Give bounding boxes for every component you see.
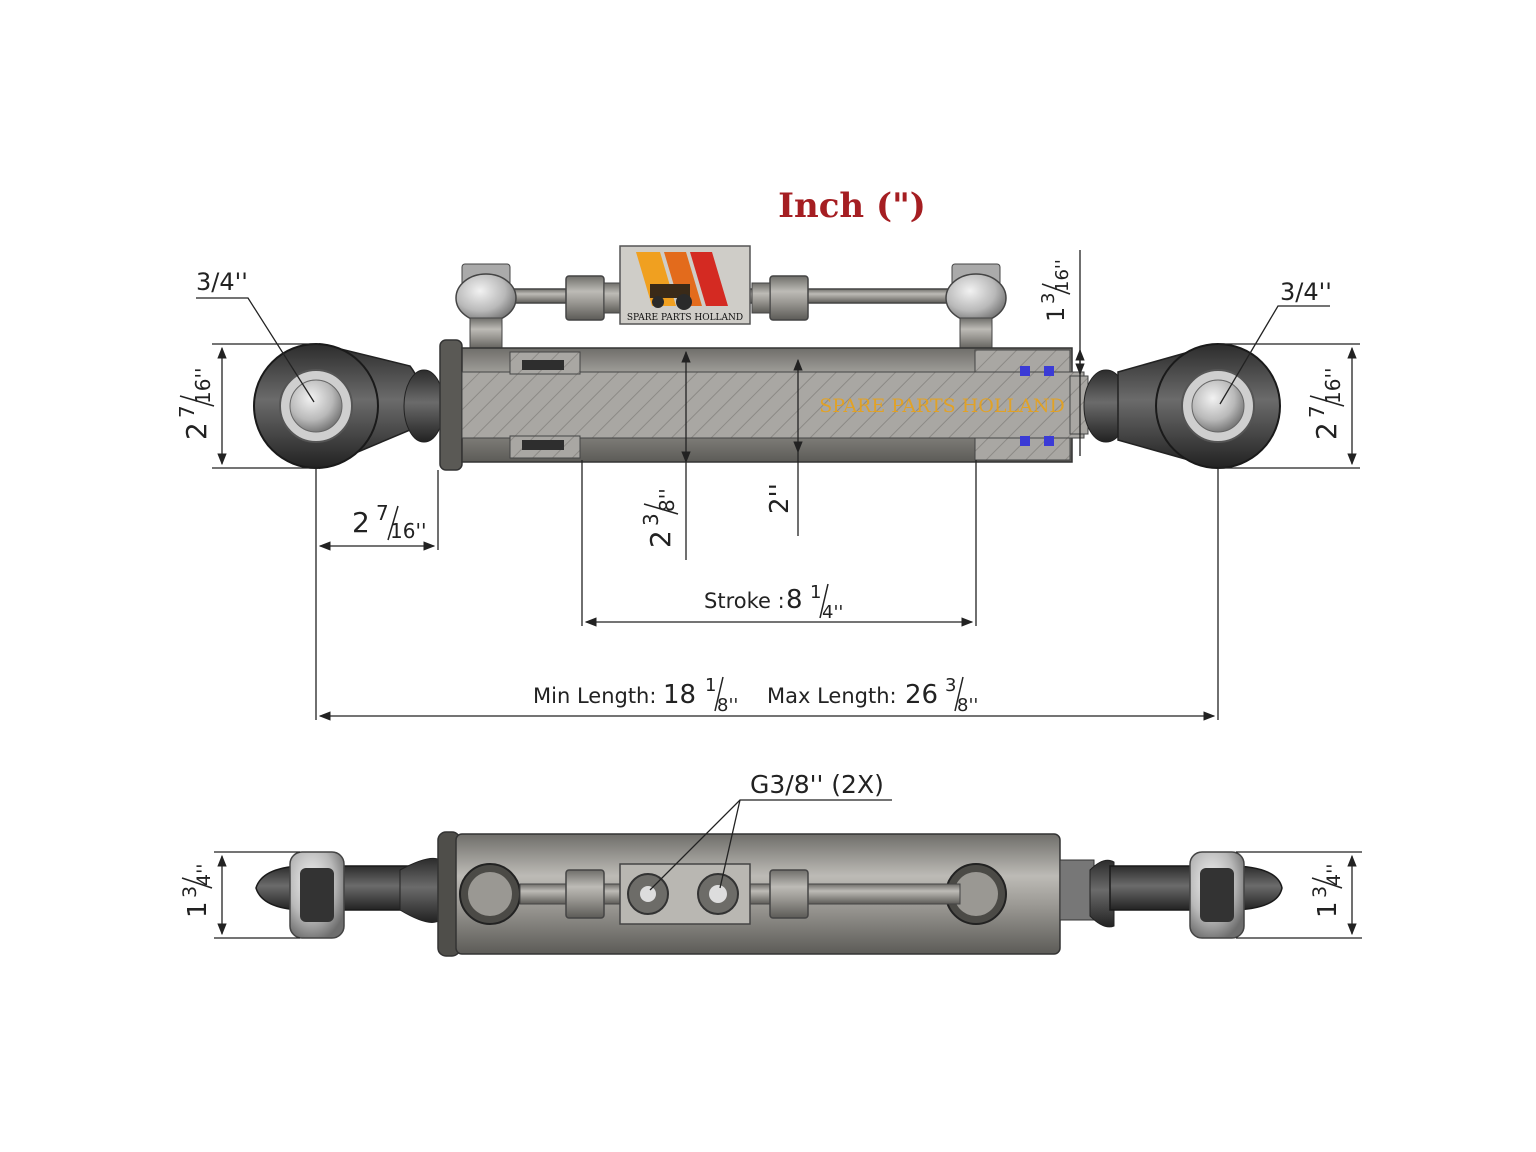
hydraulic-hose-assembly bbox=[455, 263, 1007, 351]
left-rod-eye bbox=[253, 343, 445, 470]
max-length-label: Max Length: 26 3 8'' bbox=[767, 675, 978, 716]
svg-text:2: 2 bbox=[180, 422, 213, 440]
svg-text:4'': 4'' bbox=[1323, 863, 1345, 886]
min-length-label: Min Length: 18 1 8'' bbox=[533, 675, 738, 716]
watermark-text: SPARE PARTS HOLLAND bbox=[819, 395, 1064, 417]
brand-label: SPARE PARTS HOLLAND bbox=[627, 313, 743, 323]
bottom-left-eye bbox=[255, 851, 441, 939]
svg-text:2: 2 bbox=[644, 530, 677, 548]
svg-text:1: 1 bbox=[1042, 307, 1070, 322]
svg-text:16'': 16'' bbox=[191, 368, 215, 404]
svg-text:26: 26 bbox=[905, 680, 938, 710]
svg-text:18: 18 bbox=[663, 680, 696, 710]
right-eye-diameter-label: 3/4'' bbox=[1280, 278, 1332, 306]
svg-text:3: 3 bbox=[945, 675, 956, 696]
top-view: SPARE PARTS HOLLAND bbox=[175, 245, 1360, 721]
svg-text:4'': 4'' bbox=[822, 602, 843, 623]
svg-text:3: 3 bbox=[1309, 886, 1331, 898]
svg-text:2'': 2'' bbox=[765, 483, 795, 514]
bottom-right-eye bbox=[1089, 851, 1283, 939]
stroke-label: Stroke : 8 1 4'' bbox=[704, 582, 843, 623]
svg-text:8: 8 bbox=[786, 585, 803, 615]
rod-diameter-label: 2'' bbox=[765, 483, 795, 514]
top-view-dimensions bbox=[196, 250, 1360, 721]
right-eye-height-label: 2 7 16'' bbox=[1305, 368, 1345, 440]
bottom-piston-rod bbox=[1059, 859, 1095, 921]
bottom-left-width-label: 1 3 4'' bbox=[179, 863, 215, 918]
valve-block-logo: SPARE PARTS HOLLAND bbox=[619, 245, 751, 325]
cylinder-barrel-section: SPARE PARTS HOLLAND bbox=[439, 339, 1089, 471]
svg-text:Max Length:: Max Length: bbox=[767, 684, 897, 708]
svg-text:1: 1 bbox=[810, 582, 821, 603]
svg-text:4'': 4'' bbox=[193, 863, 215, 886]
port-size-label: G3/8'' (2X) bbox=[750, 770, 884, 799]
svg-text:8'': 8'' bbox=[655, 488, 679, 512]
svg-text:7: 7 bbox=[1305, 405, 1329, 418]
units-title: Inch (") bbox=[778, 186, 926, 226]
cylinder-diameter-label: 2 3 8'' bbox=[639, 488, 679, 548]
svg-text:3: 3 bbox=[179, 886, 201, 898]
svg-text:1: 1 bbox=[183, 901, 213, 918]
svg-text:16'': 16'' bbox=[390, 519, 426, 543]
bottom-right-width-label: 1 3 4'' bbox=[1309, 863, 1345, 918]
svg-text:2: 2 bbox=[352, 506, 370, 539]
left-eye-height-label: 2 7 16'' bbox=[175, 368, 215, 440]
svg-text:Stroke :: Stroke : bbox=[704, 589, 785, 613]
svg-text:8'': 8'' bbox=[957, 695, 978, 716]
svg-text:7: 7 bbox=[175, 405, 199, 418]
bottom-view: G3/8'' (2X) 1 3 4'' 1 3 4'' bbox=[179, 770, 1362, 957]
right-rod-eye bbox=[1083, 343, 1281, 469]
svg-text:Min Length:: Min Length: bbox=[533, 684, 656, 708]
bottom-port-fittings bbox=[459, 863, 1007, 925]
svg-text:8'': 8'' bbox=[717, 695, 738, 716]
eye-to-cylinder-label: 2 7 16'' bbox=[352, 501, 426, 543]
left-eye-diameter-label: 3/4'' bbox=[196, 268, 248, 296]
bottom-view-dimensions bbox=[214, 799, 1362, 939]
svg-text:1: 1 bbox=[1313, 901, 1343, 918]
rod-end-offset-label: 1 3 16'' bbox=[1038, 259, 1073, 322]
svg-text:16'': 16'' bbox=[1052, 259, 1073, 292]
svg-text:16'': 16'' bbox=[1321, 368, 1345, 404]
svg-text:1: 1 bbox=[705, 675, 716, 696]
svg-text:2: 2 bbox=[1310, 422, 1343, 440]
svg-text:3: 3 bbox=[639, 513, 663, 526]
svg-text:3: 3 bbox=[1038, 293, 1059, 304]
svg-text:7: 7 bbox=[376, 501, 389, 525]
